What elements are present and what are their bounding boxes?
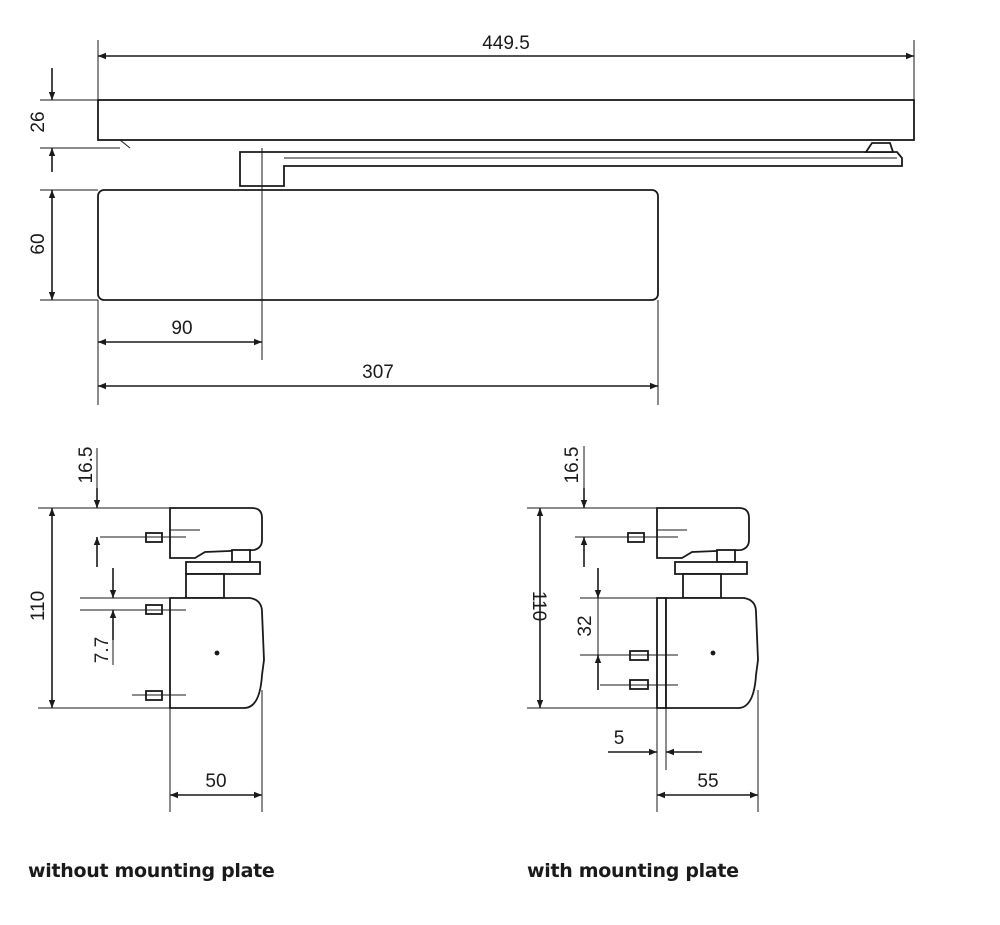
- mounting-plate: [656, 597, 667, 709]
- dim-right-offset: 16.5: [562, 447, 583, 484]
- caption-with-plate: with mounting plate: [527, 860, 739, 882]
- top-view: 449.5 26 60 90 307: [28, 33, 915, 405]
- arm-bar: [185, 561, 261, 575]
- dim-right-height: 110: [528, 591, 549, 621]
- dim-left-offset: 16.5: [76, 447, 97, 484]
- dim-body-height: 60: [28, 233, 49, 254]
- slide-rail: [97, 99, 915, 141]
- rail-profile-right: [656, 507, 750, 559]
- dim-rail-height: 26: [28, 111, 49, 132]
- dim-left-height: 110: [28, 591, 49, 621]
- side-view-with-plate: 16.5 110 32 5 55: [527, 446, 759, 812]
- dim-arm-offset: 90: [171, 318, 192, 339]
- dim-right-depth: 55: [697, 771, 718, 792]
- dim-plate-thickness: 5: [614, 728, 625, 749]
- spindle: [185, 573, 225, 599]
- rail-profile: [169, 507, 263, 559]
- closer-body: [97, 189, 659, 301]
- dim-left-depth: 50: [205, 771, 226, 792]
- arm: [239, 151, 903, 187]
- dim-right-spacing: 32: [575, 615, 596, 636]
- slider: [231, 549, 251, 563]
- slider-block: [864, 142, 895, 153]
- side-view-without-plate: 16.5 110 7.7 50: [28, 447, 265, 812]
- dim-left-hole: 7.7: [92, 637, 113, 663]
- caption-without-plate: without mounting plate: [28, 860, 275, 882]
- dim-top-length: 449.5: [482, 33, 530, 54]
- dim-body-length: 307: [362, 362, 394, 383]
